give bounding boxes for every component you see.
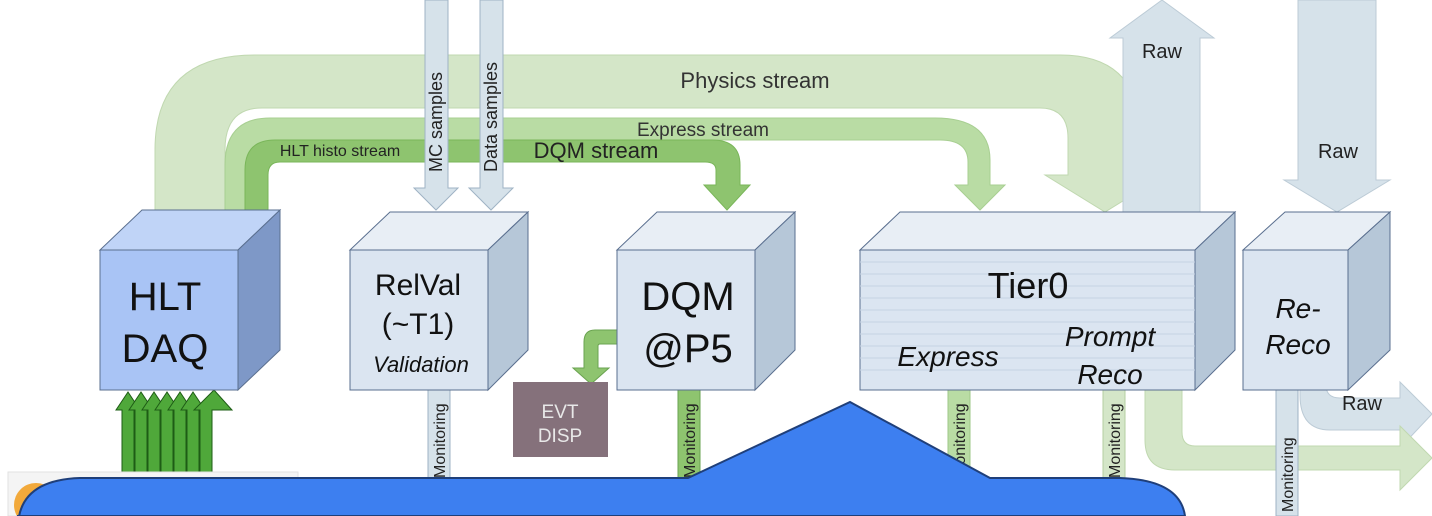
- evt-disp-arrow: [571, 329, 619, 385]
- express-stream-label: Express stream: [637, 120, 769, 141]
- mc-samples-arrow: [412, 0, 460, 211]
- prompt-reco-output-arrow: [1144, 389, 1432, 492]
- blue-overlay-shape: [17, 400, 1187, 516]
- dqm-p5-label: @P5: [643, 327, 733, 371]
- relval-monitoring-label: Monitoring: [432, 403, 449, 478]
- daq-label: DAQ: [122, 327, 209, 371]
- relval-t1: (~T1): [382, 308, 455, 341]
- relval-validation: Validation: [373, 352, 469, 377]
- raw-down-arrow: [1282, 0, 1392, 213]
- hlt-daq-box: HLT DAQ: [98, 208, 282, 392]
- mc-samples-label: MC samples: [426, 72, 446, 172]
- dqm-monitoring-label: Monitoring: [682, 403, 699, 478]
- raw-out-arrow: [1299, 380, 1432, 450]
- data-samples-label: Data samples: [481, 62, 501, 172]
- dqm-p5-box: DQM @P5: [615, 210, 797, 392]
- tier0-title: Tier0: [988, 265, 1069, 306]
- physics-stream-label: Physics stream: [680, 68, 829, 93]
- tier0-prompt: Prompt: [1065, 321, 1156, 352]
- evt-disp-line-2: DISP: [538, 426, 582, 447]
- raw-up-label: Raw: [1142, 41, 1183, 63]
- rereco-line-1: Re-: [1275, 293, 1320, 324]
- data-samples-arrow: [467, 0, 515, 211]
- relval-box: RelVal (~T1) Validation: [348, 210, 530, 392]
- rereco-box: Re- Reco: [1241, 210, 1392, 392]
- tier0-reco: Reco: [1077, 359, 1142, 390]
- raw-out-label: Raw: [1342, 393, 1383, 415]
- tier0-box: Tier0 Express Prompt Reco: [858, 210, 1237, 392]
- evt-disp-line-1: EVT: [542, 402, 579, 423]
- relval-title: RelVal: [375, 269, 461, 302]
- rereco-monitoring-label: Monitoring: [1280, 437, 1297, 512]
- raw-up-arrow: [1108, 0, 1216, 213]
- express-stream-arrow: [224, 117, 1007, 213]
- tier0-express: Express: [897, 341, 998, 372]
- dqm-title: DQM: [641, 275, 734, 319]
- dqm-stream-arrow: [244, 139, 752, 213]
- rereco-line-2: Reco: [1265, 329, 1330, 360]
- hlt-histo-stream-label: HLT histo stream: [280, 143, 400, 160]
- dqm-stream-label: DQM stream: [534, 138, 659, 163]
- hlt-input-arrows: [115, 389, 234, 476]
- tier0-prompt-monitoring-label: Monitoring: [1107, 403, 1124, 478]
- raw-down-label: Raw: [1318, 141, 1359, 163]
- evt-disp-thumbnail: EVT DISP: [513, 382, 608, 457]
- hlt-label: HLT: [129, 275, 202, 319]
